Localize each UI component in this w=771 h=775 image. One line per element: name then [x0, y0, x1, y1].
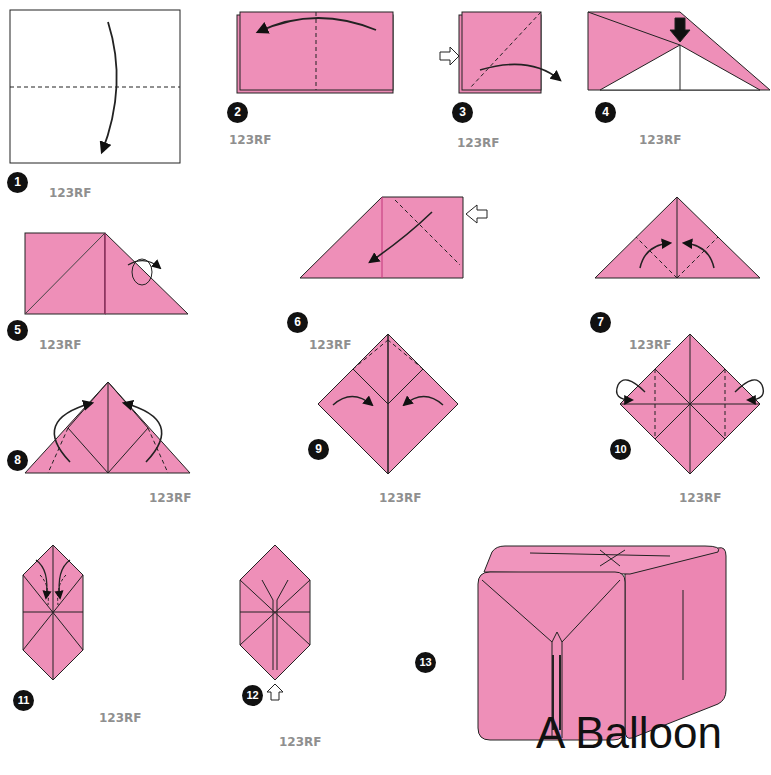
- watermark: 123RF: [279, 735, 322, 749]
- step-number: 4: [595, 102, 616, 123]
- watermark: 123RF: [629, 338, 672, 352]
- watermark: 123RF: [679, 491, 722, 505]
- step-number: 3: [452, 102, 473, 123]
- watermark: 123RF: [639, 133, 682, 147]
- step-number: 10: [610, 439, 631, 460]
- watermark: 123RF: [309, 338, 352, 352]
- step-number: 8: [7, 450, 28, 471]
- watermark: 123RF: [49, 186, 92, 200]
- watermark: 123RF: [149, 491, 192, 505]
- step-number: 12: [242, 685, 263, 706]
- step-number: 5: [7, 320, 28, 341]
- step-number: 2: [227, 102, 248, 123]
- step-number: 1: [7, 172, 28, 193]
- watermark: 123RF: [39, 338, 82, 352]
- watermark: 123RF: [229, 133, 272, 147]
- step-number: 6: [287, 312, 308, 333]
- step-number: 7: [590, 312, 611, 333]
- watermark: 123RF: [99, 711, 142, 725]
- step-number: 13: [415, 652, 436, 673]
- watermark: 123RF: [379, 491, 422, 505]
- title: A Balloon: [536, 708, 722, 758]
- watermark: 123RF: [457, 136, 500, 150]
- step-number: 11: [13, 690, 34, 711]
- step-number: 9: [308, 439, 329, 460]
